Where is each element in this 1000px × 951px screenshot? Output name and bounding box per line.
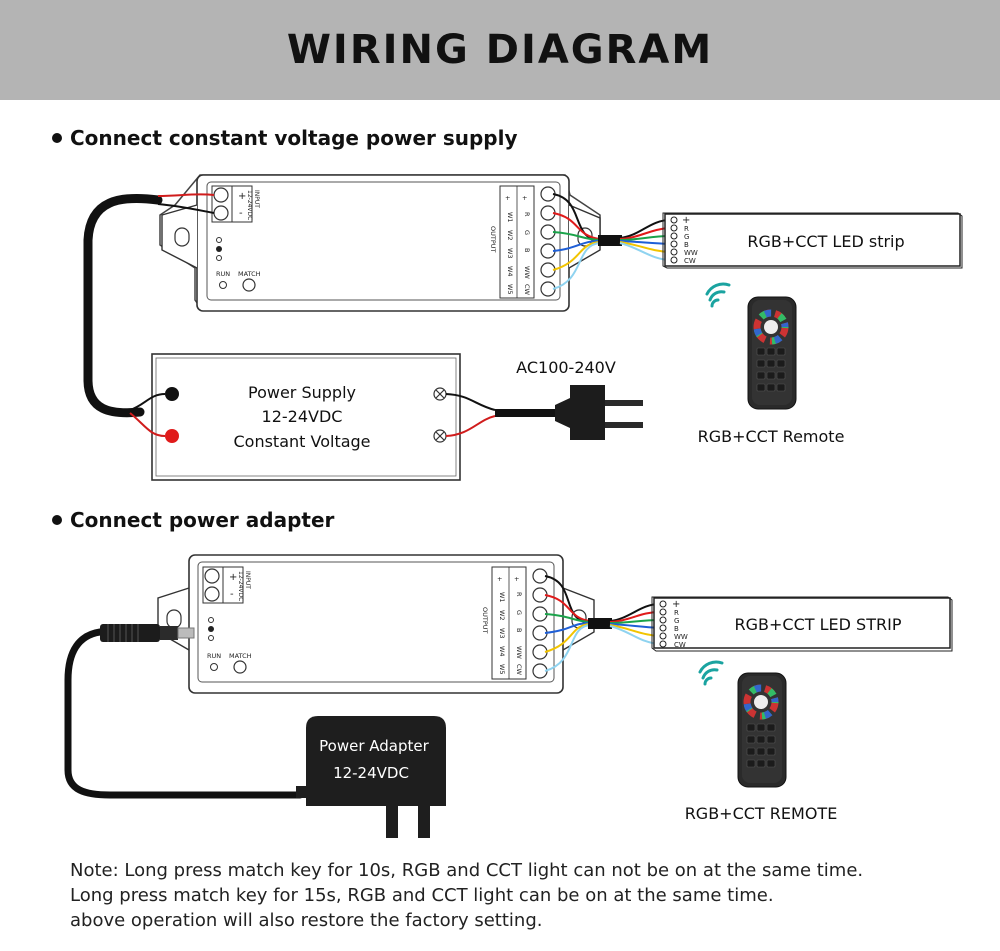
power-adapter-box: Power Adapter 12-24VDC (296, 716, 446, 838)
remote-2-label: RGB+CCT REMOTE (685, 804, 838, 823)
svg-text:-: - (230, 589, 234, 600)
svg-text:R: R (684, 225, 689, 233)
svg-text:W4: W4 (498, 646, 506, 657)
svg-text:B: B (515, 628, 523, 632)
note-line-2: Long press match key for 15s, RGB and CC… (70, 885, 774, 906)
output-wires-1 (552, 193, 601, 290)
svg-text:WW: WW (523, 266, 531, 279)
ac-plug-icon (555, 385, 643, 440)
svg-text:W3: W3 (498, 628, 506, 639)
svg-text:G: G (674, 617, 679, 625)
ac-voltage-label: AC100-240V (516, 358, 616, 377)
wifi-signal-icon (698, 660, 724, 686)
svg-text:G: G (684, 233, 689, 241)
svg-text:+: + (238, 191, 246, 202)
svg-text:12-24VDC: 12-24VDC (262, 407, 343, 426)
svg-text:+: + (682, 215, 690, 226)
svg-text:+: + (672, 599, 680, 610)
match-button[interactable] (242, 278, 256, 292)
svg-text:W5: W5 (506, 284, 514, 295)
remote-2: RGB+CCT REMOTE (685, 660, 838, 823)
remote-1: RGB+CCT Remote (698, 282, 845, 446)
match-label: MATCH (238, 270, 261, 278)
svg-text:-: - (239, 208, 243, 219)
svg-text:G: G (523, 230, 531, 235)
svg-text:B: B (523, 248, 531, 252)
dc-cable-2 (64, 628, 304, 799)
led-strip-1: + R G B WW CW RGB+CCT LED strip (662, 212, 963, 269)
svg-text:INPUT: INPUT (253, 190, 260, 208)
svg-text:Power Adapter: Power Adapter (319, 737, 429, 755)
bullet-icon (52, 132, 62, 143)
input-terminal-minus (213, 205, 229, 221)
match-button-2[interactable] (233, 660, 247, 674)
svg-text:W4: W4 (506, 266, 514, 277)
wifi-signal-icon (705, 282, 731, 308)
svg-text:B: B (674, 625, 679, 633)
output-wires-2 (544, 575, 591, 672)
svg-text:W2: W2 (498, 610, 506, 621)
led-strip-2-label: RGB+CCT LED STRIP (735, 615, 902, 634)
svg-text:CW: CW (684, 257, 696, 265)
bullet-icon (52, 514, 62, 525)
svg-text:OUTPUT: OUTPUT (489, 226, 497, 253)
ps-ac-terminal-icon (433, 387, 447, 443)
svg-text:12-24VDC: 12-24VDC (333, 764, 409, 782)
ps-terminal-negative (165, 387, 179, 401)
led-strip-1-label: RGB+CCT LED strip (747, 232, 904, 251)
svg-text:OUTPUT: OUTPUT (481, 607, 489, 634)
svg-text:Power Supply: Power Supply (248, 383, 356, 402)
run-label: RUN (216, 270, 230, 278)
led-strip-2: + R G B WW CW RGB+CCT LED STRIP (651, 596, 953, 652)
svg-text:+: + (505, 194, 510, 202)
input-terminal-plus (213, 187, 229, 203)
svg-text:+: + (514, 575, 519, 583)
dc-barrel-plug-icon (100, 624, 195, 642)
dc-cable-1 (83, 193, 163, 418)
svg-text:CW: CW (515, 664, 523, 676)
svg-text:12-24VDC: 12-24VDC (237, 571, 244, 601)
svg-text:12-24VDC: 12-24VDC (246, 190, 253, 220)
controller-2: + - INPUT 12-24VDC RUN MATCH ++ W1 R W2 … (157, 554, 595, 694)
svg-text:MATCH: MATCH (229, 652, 252, 660)
input-wire-positive-1 (157, 193, 215, 197)
svg-text:INPUT: INPUT (244, 571, 251, 589)
svg-text:W3: W3 (506, 248, 514, 259)
run-led (219, 281, 227, 289)
note-line-1: Note: Long press match key for 10s, RGB … (70, 860, 864, 881)
header-banner: WIRING DIAGRAM (0, 0, 1000, 100)
controller-1: + - INPUT 12-24VDC RUN MATCH ++ W1 R W2 … (159, 174, 601, 312)
svg-text:WW: WW (515, 646, 523, 659)
section2-heading: Connect power adapter (52, 508, 334, 532)
svg-text:W5: W5 (498, 664, 506, 675)
svg-text:Constant Voltage: Constant Voltage (233, 432, 370, 451)
note-line-3: above operation will also restore the fa… (70, 910, 543, 931)
svg-text:CW: CW (523, 284, 531, 296)
ps-terminal-positive (165, 429, 179, 443)
svg-text:R: R (674, 609, 679, 617)
operation-note: Note: Long press match key for 10s, RGB … (70, 858, 863, 933)
svg-text:W1: W1 (498, 592, 506, 603)
svg-text:WW: WW (684, 249, 698, 257)
svg-text:+: + (497, 575, 502, 583)
svg-text:+: + (522, 194, 527, 202)
svg-text:CW: CW (674, 641, 686, 649)
svg-text:R: R (523, 212, 531, 217)
remote-1-label: RGB+CCT Remote (698, 427, 845, 446)
svg-text:RUN: RUN (207, 652, 221, 660)
svg-text:R: R (515, 592, 523, 597)
input-wire-negative-1 (157, 203, 215, 214)
svg-text:G: G (515, 610, 523, 615)
page-title: WIRING DIAGRAM (286, 27, 714, 73)
power-supply-box: Power Supply 12-24VDC Constant Voltage (151, 353, 461, 481)
svg-text:WW: WW (674, 633, 688, 641)
section1-heading: Connect constant voltage power supply (52, 126, 518, 150)
output-terminals (540, 186, 556, 297)
svg-text:W2: W2 (506, 230, 514, 241)
svg-text:B: B (684, 241, 689, 249)
svg-text:+: + (229, 572, 237, 583)
svg-text:W1: W1 (506, 212, 514, 223)
